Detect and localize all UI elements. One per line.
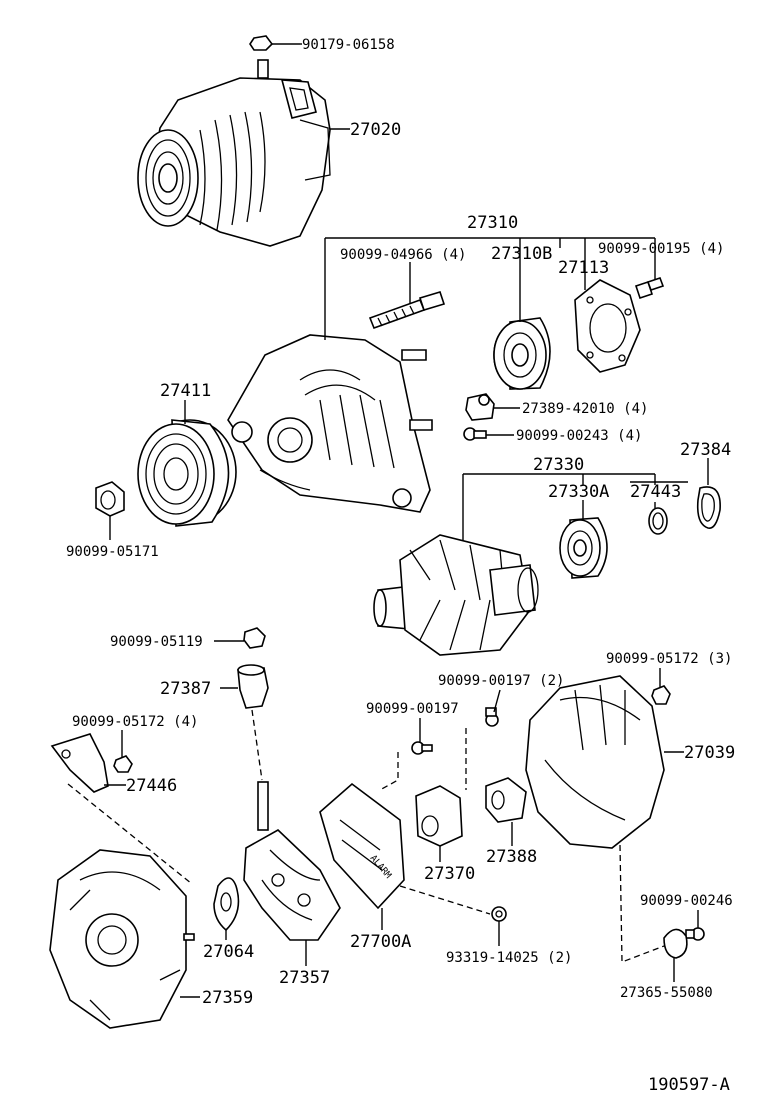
label-rear-cover: 27039 <box>684 743 735 763</box>
insulator-drawing <box>465 393 495 421</box>
brush-holder-drawing <box>415 785 463 847</box>
seal-drawing <box>491 906 507 922</box>
leader-lines <box>104 43 709 998</box>
label-figure-code: 190597-A <box>648 1075 730 1095</box>
terminal-cover-drawing <box>663 928 688 959</box>
cover-nut-drawing <box>651 685 671 705</box>
label-nut-cover: 90099-05172 (3) <box>606 651 732 667</box>
alternator-assembly-drawing <box>137 59 331 247</box>
brush-holder-screw-drawing <box>411 741 433 755</box>
label-washer: 27064 <box>203 942 254 962</box>
label-screw-b: 90099-00243 (4) <box>516 428 642 444</box>
dashed-guides <box>67 709 665 963</box>
label-insulator: 27389-42010 (4) <box>522 401 648 417</box>
retainer-screw-drawing <box>634 276 665 300</box>
label-frame-assy: 27310 <box>467 213 518 233</box>
label-bearing-cover: 27384 <box>680 440 731 460</box>
label-nut-end-frame: 90099-05172 (4) <box>72 714 198 730</box>
label-end-frame: 27359 <box>202 988 253 1008</box>
rectifier-drawing <box>243 781 341 941</box>
terminal-insulator-drawing <box>237 664 269 709</box>
label-alternator: 27020 <box>350 120 401 140</box>
label-nut-terminal: 90099-05119 <box>110 634 203 650</box>
label-rotor-assy: 27330 <box>533 455 584 475</box>
bearing-cover-drawing <box>696 486 721 529</box>
label-screw-rear: 90099-00246 <box>640 893 733 909</box>
bearing-retainer-drawing <box>574 279 641 373</box>
label-screw-retainer: 90099-00195 (4) <box>598 241 724 257</box>
rear-end-frame-drawing <box>49 849 195 1029</box>
pulley-nut-drawing <box>95 481 125 517</box>
part-labels: 90179-06158 27020 27310 90099-04966 (4) … <box>66 37 735 1095</box>
label-retainer: 27113 <box>558 258 609 278</box>
stud-bolt-drawing <box>368 291 446 330</box>
top-bolt-drawing <box>249 35 300 51</box>
label-rectifier: 27357 <box>279 968 330 988</box>
brush-holder-cover-drawing <box>485 777 527 823</box>
rotor-cover-drawing <box>648 507 668 535</box>
rotor-drawing <box>373 534 539 656</box>
regulator-screw-drawing <box>485 707 499 727</box>
terminal-screw-drawing <box>463 427 487 441</box>
terminal-nut-drawing <box>243 627 266 649</box>
label-terminal-insulator: 27387 <box>160 679 211 699</box>
label-pulley: 27411 <box>160 381 211 401</box>
rear-screw-drawing <box>685 927 705 941</box>
label-stud: 90099-04966 (4) <box>340 247 466 263</box>
label-terminal-cover: 27365-55080 <box>620 985 713 1001</box>
plate-drawing <box>50 733 109 793</box>
label-bolt-top: 90179-06158 <box>302 37 395 53</box>
label-regulator: 27700A <box>350 932 411 952</box>
regulator-drawing: ALARM <box>319 782 405 910</box>
label-bearing-frame: 27310B <box>491 244 552 264</box>
rotor-bearing-drawing <box>559 517 608 579</box>
label-screw-brush: 90099-00197 <box>366 701 459 717</box>
label-brush-holder: 27370 <box>424 864 475 884</box>
label-screw-regulator: 90099-00197 (2) <box>438 673 564 689</box>
label-rotor-bearing: 27330A <box>548 482 609 502</box>
rear-end-cover-drawing <box>525 675 665 849</box>
end-frame-nut-drawing <box>113 755 133 773</box>
washer-drawing <box>213 877 240 932</box>
label-rotor-cover: 27443 <box>630 482 681 502</box>
pulley-drawing <box>137 419 237 527</box>
label-nut-pulley: 90099-05171 <box>66 544 159 560</box>
label-seal: 93319-14025 (2) <box>446 950 572 966</box>
drive-end-frame-drawing <box>227 334 433 513</box>
frame-bearing-drawing <box>493 317 551 390</box>
label-plate: 27446 <box>126 776 177 796</box>
label-holder-cover: 27388 <box>486 847 537 867</box>
